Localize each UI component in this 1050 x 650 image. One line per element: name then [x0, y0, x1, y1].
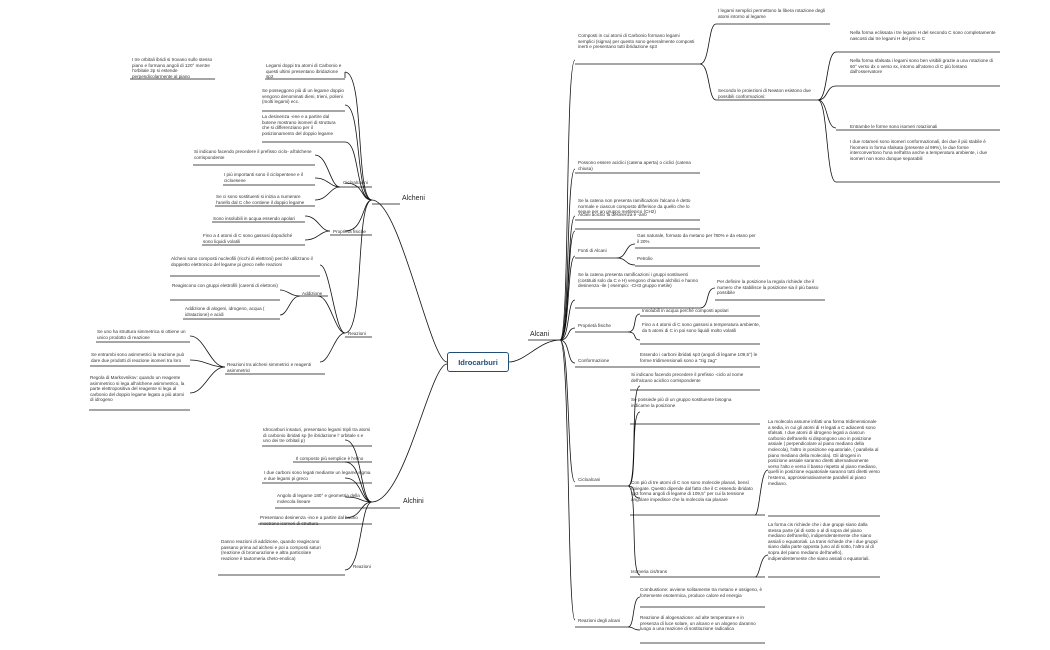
- node-cicloalcani-tre[interactable]: Con più di tre atomi di C non sono molec…: [631, 480, 753, 502]
- node-alcani-entrambe[interactable]: Entrambe le forme sono isomeri rotaziona…: [850, 124, 938, 129]
- node-alcani-conformazione[interactable]: Conformazione: [578, 358, 610, 363]
- node-alcheni-fis-gassosi[interactable]: Fino a 4 atomi di C sono gassosi dopodic…: [203, 233, 293, 244]
- node-cicloalcheni-prefisso[interactable]: Si indicano facendo precedere il prefiss…: [194, 149, 312, 160]
- node-alcani-fis-insolubili[interactable]: Insolubili in acqua perché composti apol…: [642, 308, 729, 313]
- node-alcheni-fisiche[interactable]: Proprietà fisiche: [333, 229, 366, 234]
- node-alcheni-reazioni[interactable]: Reazioni: [348, 331, 366, 336]
- node-alchini-reaz-testo[interactable]: Danno reazioni di addizione, quando reag…: [221, 539, 321, 561]
- root-node[interactable]: Idrocarburi: [447, 352, 509, 372]
- node-asi-simmetrica[interactable]: Se uno ha struttura simmetrica si ottien…: [97, 329, 186, 340]
- node-alcani-posizione[interactable]: Per definire la posizione la regola rich…: [717, 279, 819, 296]
- node-alcheni-reaz-nucleofili[interactable]: Alcheni sono composti nucleofili (ricchi…: [171, 256, 313, 267]
- node-alcani-fisiche[interactable]: Proprietà fisiche: [578, 323, 611, 328]
- node-alcani-reazioni[interactable]: Reazioni degli alcani: [578, 618, 621, 623]
- node-alcani-fonti[interactable]: Fonti di Alcani: [578, 248, 607, 253]
- node-alchini-reazioni[interactable]: Reazioni: [353, 564, 371, 569]
- node-alcheni-tre-orbitali[interactable]: I tre orbitali ibridi si trovano sullo s…: [132, 57, 213, 79]
- node-alcani-alogenazione[interactable]: Reazione di alogenazione: ad alte temper…: [640, 615, 756, 632]
- node-alcani-gas[interactable]: Gas naturale, formato da metano per l'80…: [637, 233, 756, 244]
- node-alchini-legami[interactable]: I due carboni sono legati mediante un le…: [264, 470, 371, 481]
- node-alchini-insaturi[interactable]: Idrocarburi insaturi, presentano legami …: [263, 427, 371, 444]
- node-isomeria-testo[interactable]: La forma cis richiede che i due gruppi s…: [768, 522, 878, 561]
- node-alchini-angolo[interactable]: Angolo di legame 180° e geometria della …: [277, 493, 360, 504]
- node-alcheni-fis-insolubili[interactable]: Sono insolubili in acqua essendo apolari: [213, 216, 295, 221]
- node-alcani-combustione[interactable]: Combustione: avviene solitamente tra met…: [640, 587, 763, 598]
- node-alcani-sfalsata[interactable]: Nella forma sfalsata i legami sono ben v…: [850, 58, 993, 75]
- node-alcani-desinenza[interactable]: Alcani aciclici la desinenza è -ano: [578, 212, 647, 217]
- node-isomeria[interactable]: Isomeria cis/trans: [631, 569, 667, 574]
- node-cicloalcheni-sostituenti[interactable]: Se ci sono sostituenti si inizia a numer…: [216, 194, 305, 205]
- node-alcani-eclissata[interactable]: Nella forma eclissata i tre legami H del…: [850, 30, 996, 41]
- node-alcani-petrolio[interactable]: Petrolio: [637, 256, 653, 261]
- node-alcani-fis-gassosi[interactable]: Fino a 4 atomi di C sono gassosi a tempe…: [642, 322, 760, 333]
- node-alchini-desinenza[interactable]: Presentano desinenza -ino e a partire da…: [260, 515, 358, 526]
- node-cicloalcani-sedia[interactable]: La molecola assume infatti una forma tri…: [768, 419, 880, 486]
- node-asi-entrambi[interactable]: Se entrambi sono asimmetrici la reazione…: [91, 352, 185, 363]
- node-addizione[interactable]: Addizione: [302, 291, 323, 296]
- node-alchini-etino[interactable]: Il composto più semplice è l'etino: [296, 456, 364, 461]
- node-alcani-ramificazioni[interactable]: Se la catena non presenta ramificazioni …: [578, 198, 691, 215]
- node-addizione-alogeni[interactable]: Addizione di alogeni, idrogeno, acqua ( …: [185, 306, 265, 317]
- node-alcani-conf-testo[interactable]: Essendo i carboni ibridati sp3 (angoli d…: [640, 352, 758, 363]
- node-alchini[interactable]: Alchini: [403, 498, 424, 505]
- node-alcani-rotameri[interactable]: I due rotameri sono isomeri conformazion…: [850, 139, 988, 161]
- node-alcheni-possiedono[interactable]: Se posseggono più di un legame doppio ve…: [262, 88, 344, 105]
- node-cicloalcheni[interactable]: Cicloalcheni: [343, 180, 368, 185]
- node-alcheni-doppi[interactable]: Legami doppi tra atomi di Carbonio e que…: [266, 63, 342, 80]
- node-alcani-newton[interactable]: Secondo le proiezioni di Newton esistono…: [718, 88, 811, 99]
- node-alcani[interactable]: Alcani: [530, 331, 550, 338]
- node-cicloalcheni-importanti[interactable]: I più importanti sono il ciclopentene e …: [224, 172, 303, 183]
- node-alcheni-desinenza[interactable]: La desinenza -ene e a partire dal butene…: [262, 114, 336, 136]
- node-alcheni[interactable]: Alcheni: [402, 195, 425, 202]
- node-alcani-composti[interactable]: Composti in cui atomi di Carbonio forman…: [578, 33, 695, 50]
- node-cicloalcani-sostituente[interactable]: Se possiede più di un gruppo sostituente…: [631, 397, 732, 408]
- node-addizione-elettrofili[interactable]: Reagiscono con gruppi elettrofili (caren…: [172, 283, 278, 288]
- node-cicloalcani-prefisso[interactable]: Si indicano facendo precedere il prefiss…: [631, 372, 744, 383]
- node-alcani-aciclici[interactable]: Possono essere aciclici (catena aperta) …: [578, 160, 691, 171]
- node-cicloalcani[interactable]: Cicloalcani: [578, 477, 601, 482]
- node-alcani-alchilici[interactable]: Se la catena presenta ramificazioni i gr…: [578, 272, 699, 289]
- node-alcani-rotazione[interactable]: I legami semplici permettono la libera r…: [718, 8, 825, 19]
- node-asi-markovnikov[interactable]: Regola di Markovnikov: quando un reagent…: [90, 375, 185, 403]
- node-reazioni-asimmetrici[interactable]: Reazioni tra alcheni simmetrici e reagen…: [227, 362, 311, 373]
